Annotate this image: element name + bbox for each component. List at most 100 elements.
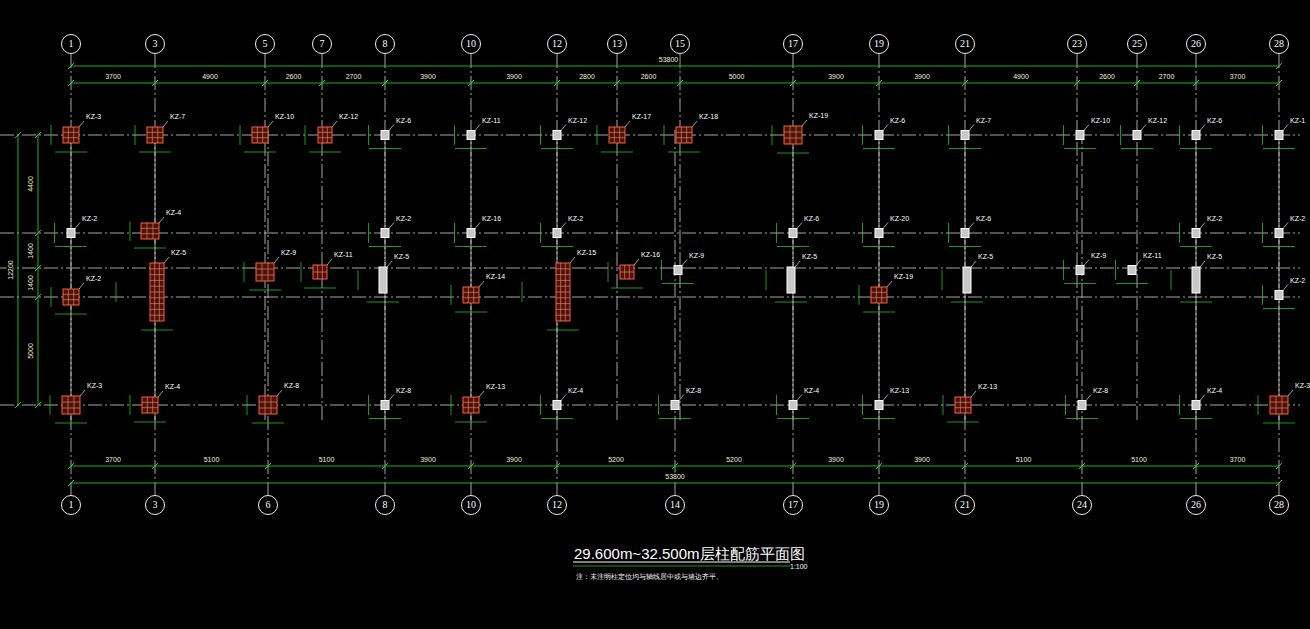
- dimension-tick: [672, 463, 678, 469]
- dimension-text: 5100: [318, 456, 336, 463]
- leader-line: [561, 125, 566, 131]
- axis-bubble: 1: [61, 34, 81, 54]
- column-tag: KZ-5: [393, 253, 410, 260]
- dimension-text: 3700: [1229, 456, 1247, 463]
- leader-line: [327, 259, 332, 265]
- column-section-reinforced: [62, 396, 80, 414]
- leader-line: [971, 391, 976, 397]
- rebar-line: [876, 287, 877, 303]
- rebar-line: [686, 127, 687, 143]
- column-tag: KZ-1: [1289, 117, 1306, 124]
- grid-axis-line: [71, 130, 72, 495]
- rebar-line: [313, 272, 327, 273]
- column-section: [1192, 401, 1200, 410]
- dimension-tick: [1276, 80, 1282, 86]
- column-tag: KZ-4: [164, 383, 181, 390]
- rebar-line: [468, 397, 469, 413]
- column-section: [1076, 131, 1084, 140]
- column-tag: KZ-19: [808, 112, 829, 119]
- leader-line: [682, 260, 687, 266]
- column-section: [553, 401, 561, 410]
- leader-line: [692, 121, 697, 127]
- dimension-text: 5100: [1015, 456, 1033, 463]
- rebar-line: [556, 315, 570, 316]
- column-section: [553, 131, 561, 140]
- grid-axis-line: [675, 130, 676, 495]
- rebar-line: [150, 292, 164, 293]
- grid-axis-line: [0, 268, 1300, 269]
- dimension-text: 3900: [827, 73, 845, 80]
- column-dimension-line: [1180, 246, 1212, 247]
- axis-number: 7: [320, 39, 325, 49]
- axis-bubble: 21: [955, 495, 975, 515]
- axis-bubble: 25: [1127, 34, 1147, 54]
- rebar-line: [556, 280, 570, 281]
- leader-line: [1200, 223, 1205, 229]
- rebar-line: [556, 286, 570, 287]
- rebar-line: [556, 292, 570, 293]
- dimension-tick: [382, 80, 388, 86]
- column-dimension-line: [1120, 125, 1121, 145]
- leader-line: [277, 390, 282, 396]
- dimension-text: 4400: [27, 175, 34, 193]
- rebar-line: [63, 132, 79, 133]
- rebar-line: [955, 402, 971, 403]
- rebar-line: [68, 289, 69, 305]
- dimension-text: 4900: [201, 73, 219, 80]
- dimension-text: 2600: [640, 73, 658, 80]
- leader-line: [164, 257, 169, 263]
- column-dimension-line: [309, 152, 341, 153]
- column-tag: KZ-17: [631, 113, 652, 120]
- column-tag: KZ-5: [170, 249, 187, 256]
- column-dimension-line: [369, 246, 401, 247]
- column-tag: KZ-8: [283, 382, 300, 389]
- rebar-line: [147, 397, 148, 413]
- dimension-tick: [265, 463, 271, 469]
- axis-number: 21: [960, 500, 970, 510]
- column-section: [789, 229, 797, 238]
- column-dimension-line: [1063, 125, 1064, 145]
- dimension-text: 5000: [27, 342, 34, 360]
- dimension-tick: [1193, 80, 1199, 86]
- rebar-line: [152, 127, 153, 143]
- dimension-tick: [1134, 80, 1140, 86]
- leader-line: [634, 259, 639, 265]
- column-dimension-line: [367, 302, 399, 303]
- axis-bubble: 3: [145, 34, 165, 54]
- column-dimension-line: [451, 395, 452, 415]
- column-dimension-line: [1179, 395, 1180, 415]
- dimension-text: 53800: [664, 473, 685, 480]
- column-section: [787, 267, 795, 293]
- dimension-text: 5200: [607, 456, 625, 463]
- axis-bubble: 19: [869, 495, 889, 515]
- column-section-reinforced: [63, 289, 79, 305]
- dimension-text: 3700: [104, 456, 122, 463]
- column-section: [671, 401, 679, 410]
- leader-line: [1086, 395, 1091, 401]
- column-dimension-line: [135, 125, 136, 145]
- rebar-line: [63, 294, 79, 295]
- column-dimension-line: [863, 418, 895, 419]
- axis-number: 19: [874, 500, 884, 510]
- grid-axis-line: [265, 54, 266, 420]
- axis-number: 12: [552, 39, 562, 49]
- column-section: [963, 267, 971, 293]
- column-tag: KZ-4: [567, 387, 584, 394]
- column-dimension-line: [668, 152, 700, 153]
- axis-number: 15: [675, 39, 685, 49]
- axis-bubble: 24: [1072, 495, 1092, 515]
- leader-line: [969, 223, 974, 229]
- scale-text: 1:100: [790, 563, 808, 570]
- rebar-line: [147, 223, 148, 239]
- column-dimension-line: [55, 423, 87, 424]
- column-section: [1078, 401, 1086, 410]
- column-section-reinforced: [150, 263, 164, 321]
- column-dimension-line: [859, 285, 860, 305]
- column-tag: KZ-2: [1289, 215, 1306, 222]
- grid-axis-line: [1196, 130, 1197, 495]
- axis-bubble: 7: [312, 34, 332, 54]
- dimension-text: 3900: [827, 456, 845, 463]
- column-section-reinforced: [256, 263, 274, 281]
- dimension-tick: [35, 294, 41, 300]
- column-dimension-line: [948, 223, 949, 243]
